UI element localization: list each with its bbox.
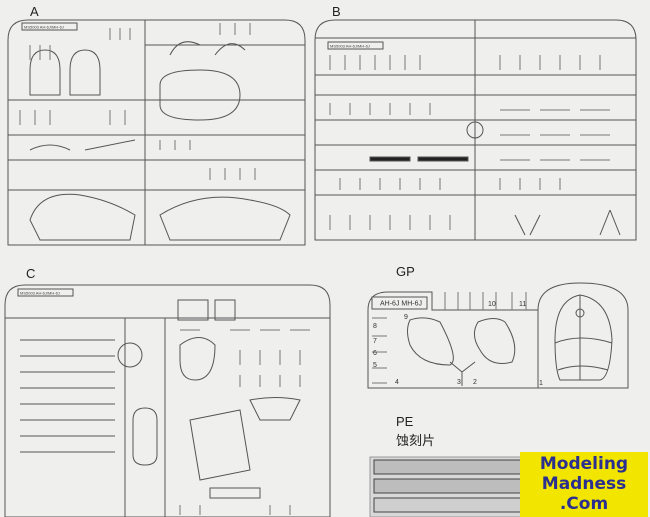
watermark-line2: Madness <box>541 474 627 494</box>
svg-text:7: 7 <box>373 338 377 345</box>
svg-text:4: 4 <box>395 379 399 386</box>
sprue-b-label: B <box>332 4 341 19</box>
sprue-b-frame: MS5003 AH-6J/MH-6J <box>314 19 637 241</box>
svg-text:10: 10 <box>488 301 496 308</box>
watermark-line3: .Com <box>559 494 609 514</box>
svg-text:MS5003 AH-6J/MH-6J: MS5003 AH-6J/MH-6J <box>20 291 60 296</box>
sprue-a-frame: MS5003 AH-6J/MH-6J <box>7 19 306 246</box>
sprue-c-frame: MS5003 AH-6J/MH-6J <box>4 284 331 517</box>
sprue-gp-label: GP <box>396 264 415 279</box>
sprue-a-label: A <box>30 4 39 19</box>
modeling-madness-watermark: Modeling Madness .Com <box>520 452 648 517</box>
svg-text:1: 1 <box>539 380 543 387</box>
watermark-line1: Modeling <box>539 454 629 474</box>
svg-text:11: 11 <box>519 301 526 308</box>
svg-text:6: 6 <box>373 350 377 357</box>
sprue-c-label: C <box>26 266 36 281</box>
svg-text:9: 9 <box>404 314 408 321</box>
svg-text:MS5003 AH-6J/MH-6J: MS5003 AH-6J/MH-6J <box>24 25 64 30</box>
svg-text:AH-6J MH-6J: AH-6J MH-6J <box>380 301 422 308</box>
svg-text:3: 3 <box>457 379 461 386</box>
svg-text:2: 2 <box>473 379 477 386</box>
sprue-gp-frame: AH-6J MH-6J <box>367 282 629 389</box>
sprue-pe-sublabel: 蚀刻片 <box>396 433 436 448</box>
sprue-pe-label: PE <box>396 414 414 429</box>
svg-text:MS5003 AH-6J/MH-6J: MS5003 AH-6J/MH-6J <box>330 44 370 49</box>
svg-text:8: 8 <box>373 323 377 330</box>
svg-text:5: 5 <box>373 362 377 369</box>
